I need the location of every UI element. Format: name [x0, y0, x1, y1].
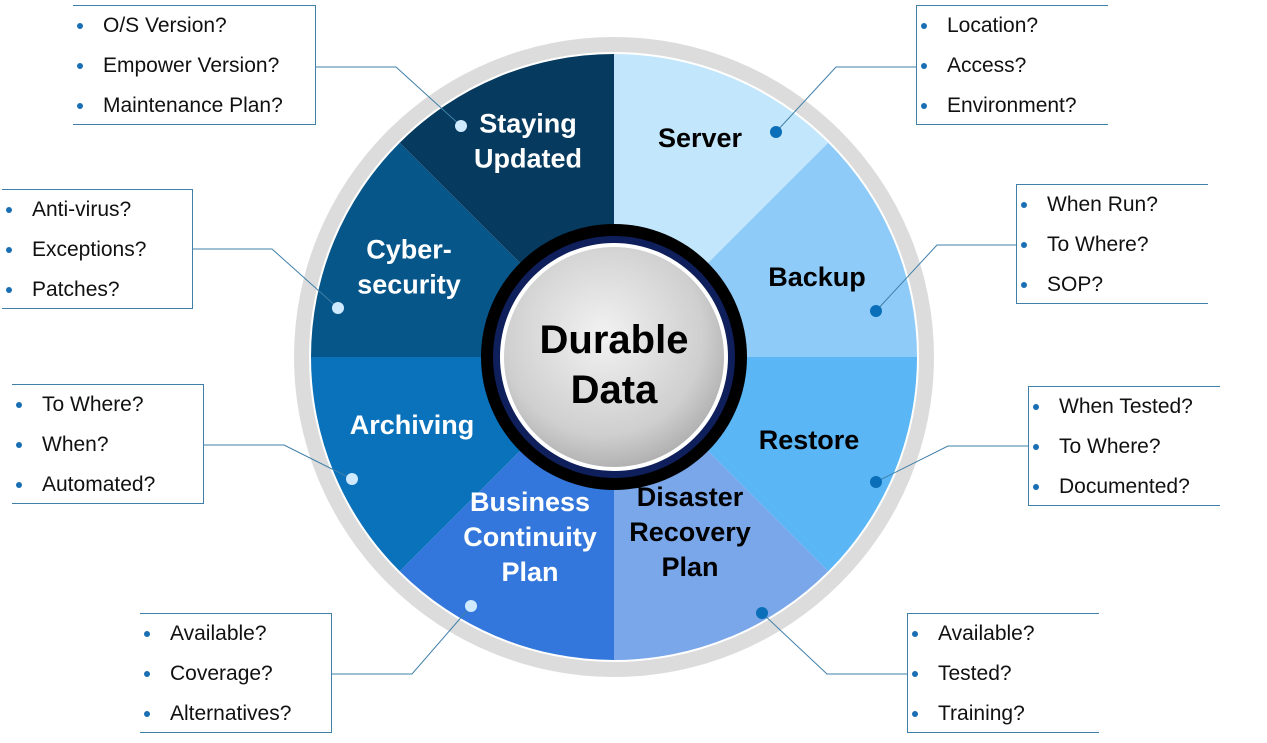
callout-staying-updated: O/S Version? Empower Version? Maintenanc…	[73, 5, 316, 125]
connectors-layer	[193, 66, 1028, 675]
connector-restore	[875, 445, 1028, 483]
question-item: Training?	[908, 694, 1099, 734]
connector-dot-cybersecurity	[332, 302, 344, 314]
question-item: When Tested?	[1029, 387, 1220, 427]
segment-business-continuity	[399, 447, 614, 660]
callout-archiving: To Where? When? Automated?	[12, 384, 204, 504]
connector-disaster-recovery	[761, 612, 907, 675]
center-hub	[504, 247, 724, 467]
segment-disaster-recovery	[614, 447, 829, 660]
segment-cybersecurity	[311, 142, 524, 357]
segment-server	[614, 54, 829, 267]
segment-backup	[704, 142, 917, 357]
connector-server	[775, 66, 916, 133]
segment-label-backup: Backup	[768, 262, 866, 292]
question-item: Anti-virus?	[2, 190, 192, 230]
center-title-line-2: Data	[571, 368, 658, 412]
segment-label-cybersecurity: Cyber-	[366, 235, 452, 265]
question-item: Patches?	[2, 270, 192, 310]
question-item: Maintenance Plan?	[73, 86, 315, 126]
question-item: To Where?	[1029, 427, 1220, 467]
question-item: SOP?	[1017, 265, 1208, 305]
segment-label-disaster-recovery: Disaster	[637, 482, 744, 512]
question-item: Available?	[140, 614, 331, 654]
segment-label-staying-updated: Updated	[474, 144, 582, 174]
question-item: Coverage?	[140, 654, 331, 694]
segment-label-archiving: Archiving	[350, 410, 475, 440]
connector-dot-staying-updated	[455, 120, 467, 132]
question-item: To Where?	[1017, 225, 1208, 265]
connector-archiving	[204, 444, 353, 480]
segment-label-cybersecurity: security	[357, 270, 461, 300]
connector-cybersecurity	[193, 248, 339, 309]
segment-label-staying-updated: Staying	[479, 109, 577, 139]
segment-staying-updated	[399, 54, 614, 267]
connector-dot-disaster-recovery	[756, 607, 768, 619]
segment-label-business-continuity: Business	[470, 487, 590, 517]
callout-restore: When Tested? To Where? Documented?	[1028, 386, 1220, 506]
segment-label-server: Server	[658, 123, 743, 153]
question-item: Tested?	[908, 654, 1099, 694]
connector-staying-updated	[316, 66, 462, 127]
segment-label-business-continuity: Plan	[501, 557, 558, 587]
connector-dot-archiving	[346, 473, 358, 485]
callout-server: Location? Access? Environment?	[916, 5, 1108, 125]
question-item: Empower Version?	[73, 46, 315, 86]
segment-label-restore: Restore	[759, 425, 860, 455]
segment-label-disaster-recovery: Recovery	[629, 517, 751, 547]
question-item: Alternatives?	[140, 694, 331, 734]
question-item: Documented?	[1029, 467, 1220, 507]
segment-restore	[704, 357, 917, 572]
question-item: To Where?	[12, 385, 203, 425]
question-item: Environment?	[917, 86, 1108, 126]
segment-label-business-continuity: Continuity	[463, 522, 596, 552]
callout-cybersecurity: Anti-virus? Exceptions? Patches?	[2, 189, 193, 309]
callout-backup: When Run? To Where? SOP?	[1016, 184, 1208, 304]
question-item: O/S Version?	[73, 6, 315, 46]
question-item: Automated?	[12, 465, 203, 505]
connector-dot-backup	[870, 305, 882, 317]
connector-business-continuity	[332, 605, 472, 675]
callout-business-continuity: Available? Coverage? Alternatives?	[140, 613, 332, 733]
question-item: Available?	[908, 614, 1099, 654]
segment-label-disaster-recovery: Plan	[661, 552, 718, 582]
segment-archiving	[311, 357, 524, 572]
connector-dot-server	[770, 126, 782, 138]
question-item: When Run?	[1017, 185, 1208, 225]
center-title-line-1: Durable	[540, 318, 689, 362]
connector-dot-business-continuity	[465, 600, 477, 612]
question-item: When?	[12, 425, 203, 465]
connector-backup	[875, 244, 1016, 312]
connector-dot-restore	[870, 476, 882, 488]
question-item: Access?	[917, 46, 1108, 86]
question-item: Location?	[917, 6, 1108, 46]
callout-disaster-recovery: Available? Tested? Training?	[907, 613, 1099, 733]
segments-layer	[311, 54, 917, 660]
question-item: Exceptions?	[2, 230, 192, 270]
